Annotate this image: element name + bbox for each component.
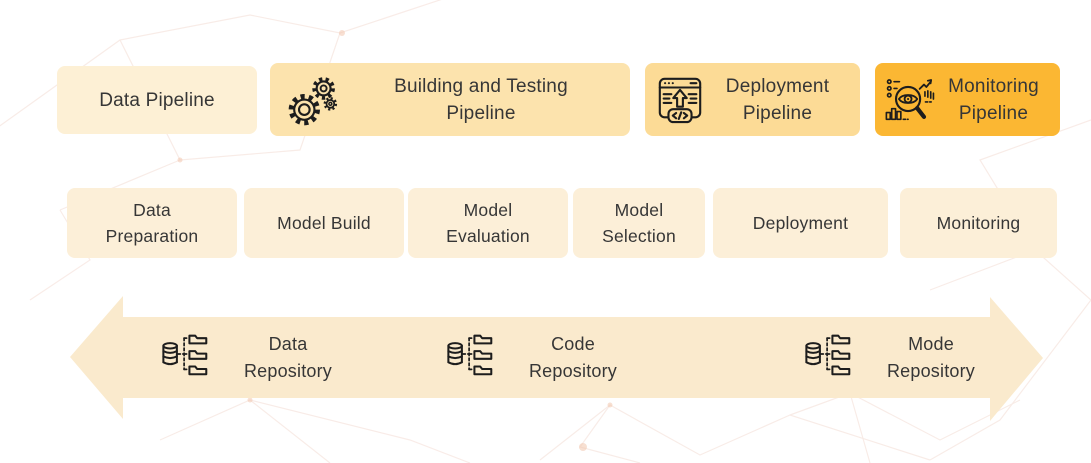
repository-label-line2: Repository [528, 361, 618, 381]
pipeline-box-monitoring-label-line1: Monitoring [948, 75, 1039, 97]
database-folders-icon [803, 327, 857, 389]
stage-box-model-build: Model Build [244, 188, 404, 258]
repository-label-line2: Repository [243, 361, 333, 381]
stage-label-line2: Preparation [105, 226, 199, 246]
stage-label-line1: Model [614, 200, 664, 220]
stage-box-data-preparation: Data Preparation [67, 188, 237, 258]
pipeline-box-deployment: Deployment Pipeline [645, 63, 860, 136]
stage-label-line1: Data [133, 200, 171, 220]
pipeline-box-data-label: Data Pipeline [99, 89, 215, 111]
pipeline-box-deployment-label-line1: Deployment [725, 75, 830, 97]
repository-label-line1: Data [268, 334, 308, 354]
pipeline-box-monitoring-label-line2: Pipeline [958, 102, 1029, 124]
stage-label: Deployment [752, 213, 849, 233]
database-folders-icon [160, 327, 214, 389]
pipeline-box-building-testing-label-line1: Building and Testing [394, 75, 568, 97]
monitoring-magnifier-icon [883, 73, 937, 127]
repository-item-data: Data Repository [160, 327, 338, 389]
stage-box-monitoring: Monitoring [900, 188, 1057, 258]
pipeline-box-monitoring: Monitoring Pipeline [875, 63, 1060, 136]
stage-label-line2: Evaluation [446, 226, 530, 246]
pipeline-box-building-testing-label-line2: Pipeline [446, 102, 516, 124]
stage-box-model-evaluation: Model Evaluation [408, 188, 568, 258]
stage-box-deployment: Deployment [713, 188, 888, 258]
repository-item-mode: Mode Repository [803, 327, 981, 389]
pipeline-box-deployment-label-line2: Pipeline [742, 102, 813, 124]
stage-box-model-selection: Model Selection [573, 188, 705, 258]
stage-label: Model Build [277, 213, 371, 233]
repository-label-line1: Code [551, 334, 595, 354]
pipeline-box-data: Data Pipeline [57, 66, 257, 134]
deployment-window-icon [655, 75, 705, 125]
stage-label: Monitoring [936, 213, 1021, 233]
repository-item-code: Code Repository [445, 327, 623, 389]
repository-label-line1: Mode [908, 334, 954, 354]
pipeline-box-building-testing: Building and Testing Pipeline [270, 63, 630, 136]
database-folders-icon [445, 327, 499, 389]
stage-label-line2: Selection [602, 226, 676, 246]
gears-icon [284, 73, 342, 127]
stage-label-line1: Model [463, 200, 513, 220]
repository-label-line2: Repository [886, 361, 976, 381]
